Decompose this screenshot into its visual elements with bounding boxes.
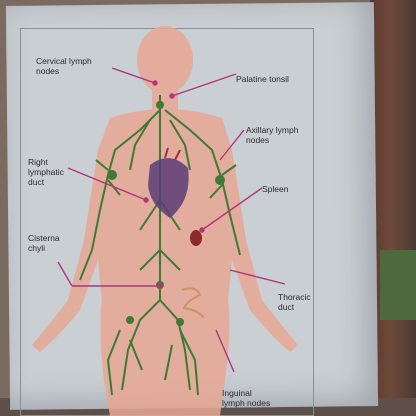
background-object <box>380 250 416 320</box>
label-pointers <box>57 67 286 373</box>
right-lymphatic-duct-label: Right lymphatic duct <box>28 157 64 187</box>
axillary-lymph-nodes-label: Axillary lymph nodes <box>246 125 299 145</box>
heart <box>148 147 189 218</box>
intestine <box>181 287 205 319</box>
thoracic-duct-label: Thoracic duct <box>278 292 311 312</box>
inguinal-lymph-nodes-label: Inguinal lymph nodes <box>222 388 271 408</box>
cisterna-chyli-label: Cisterna chyli <box>28 233 60 253</box>
spleen-label: Spleen <box>262 184 289 194</box>
palatine-tonsil-label: Palatine tonsil <box>236 74 289 84</box>
background-curtain <box>370 0 416 416</box>
spleen-organ <box>190 230 202 246</box>
body-silhouette <box>32 26 298 416</box>
cervical-lymph-nodes-label: Cervical lymph nodes <box>36 56 92 76</box>
